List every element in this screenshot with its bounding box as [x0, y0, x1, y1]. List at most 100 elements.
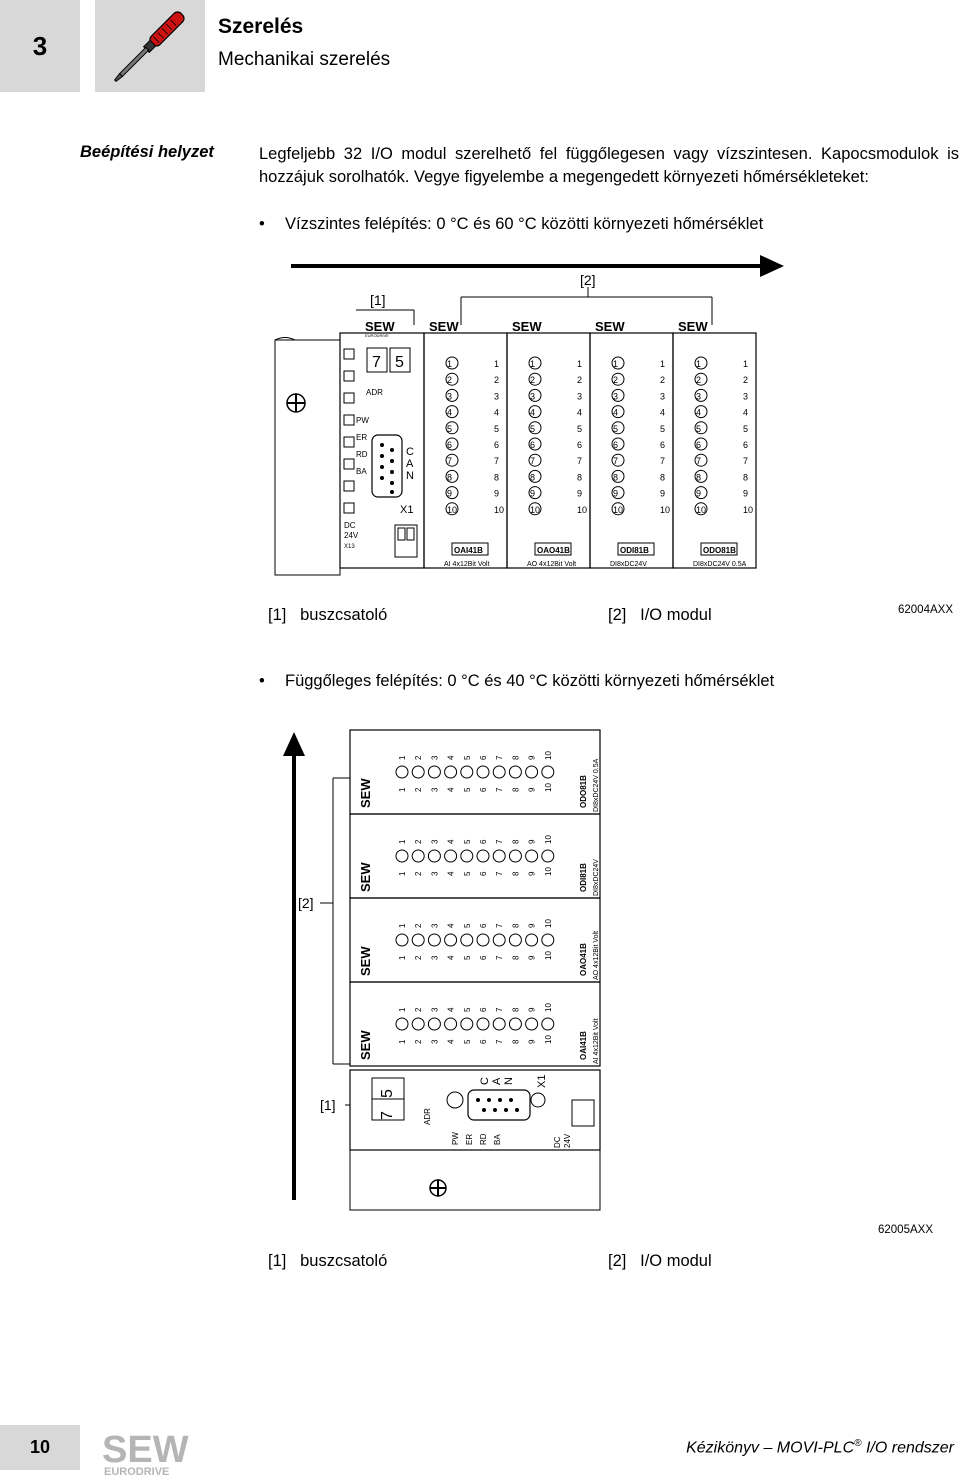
terminal-label-lower: 3 [430, 955, 439, 960]
module-desc: AI 4x12Bit Volt [593, 1018, 600, 1064]
terminal-screw [411, 765, 425, 779]
bullet-horizontal: •Vízszintes felépítés: 0 °C és 60 °C köz… [259, 215, 764, 233]
fig2-callout-2: [2] [298, 895, 314, 911]
terminal-label-right: 5 [494, 424, 499, 434]
fig2-legend-1: [1] buszcsatoló [268, 1252, 388, 1270]
sew-logo: SEW EURODRIVE [102, 1429, 189, 1478]
terminal-label: 1 [530, 359, 535, 369]
terminal-label-lower: 8 [511, 1039, 520, 1044]
chapter-number-box: 3 [0, 0, 80, 92]
terminal-label-right: 4 [743, 408, 748, 418]
terminal-label-right: 7 [660, 456, 665, 466]
module-name: OAI41B [579, 1031, 588, 1060]
module-desc: DI8xDC24V 0.5A [693, 561, 747, 568]
terminal-label: 5 [463, 839, 472, 844]
terminal-screw [508, 765, 522, 779]
terminal-label-lower: 1 [398, 1039, 407, 1044]
can-letter-a: A [406, 458, 414, 470]
terminal-label: 3 [430, 1007, 439, 1012]
terminal-screw [444, 849, 458, 863]
terminal-label: 2 [414, 923, 423, 928]
terminal-screw [694, 502, 708, 516]
terminal-screw [694, 388, 708, 402]
terminal-label: 6 [530, 440, 535, 450]
coupler-addr-digit-2: 5 [395, 354, 404, 371]
terminal-screw [411, 849, 425, 863]
terminal-label-right: 3 [660, 391, 665, 401]
terminal-label: 4 [447, 755, 456, 760]
terminal-label: 8 [696, 472, 701, 482]
terminal-label: 7 [696, 456, 701, 466]
terminal-label: 4 [696, 408, 701, 418]
terminal-label-lower: 10 [544, 951, 553, 960]
terminal-screw [525, 1017, 539, 1031]
terminal-label: 8 [511, 1007, 520, 1012]
can-v-n: N [503, 1077, 515, 1085]
led-rd: RD [356, 450, 368, 459]
terminal-screw [611, 405, 625, 419]
terminal-label: 8 [530, 472, 535, 482]
terminal-label-right: 2 [494, 375, 499, 385]
module-logo: SEW [358, 1030, 373, 1060]
terminal-label: 9 [528, 923, 537, 928]
terminal-label-lower: 2 [414, 955, 423, 960]
terminal-label-lower: 4 [447, 955, 456, 960]
terminal-screw [611, 469, 625, 483]
terminal-label-lower: 1 [398, 871, 407, 876]
terminal-label: 7 [530, 456, 535, 466]
led-v-rd: RD [479, 1133, 488, 1145]
terminal-screw [445, 421, 459, 435]
terminal-label: 5 [530, 424, 535, 434]
terminal-label-right: 2 [743, 375, 748, 385]
page-title: Szerelés [218, 15, 304, 38]
terminal-label: 3 [447, 391, 452, 401]
footer-brand: SEW [102, 1429, 189, 1471]
terminal-label: 9 [696, 489, 701, 499]
fig2-legend-2: [2] I/O modul [608, 1252, 712, 1270]
terminal-screw [476, 765, 490, 779]
terminal-label: 6 [696, 440, 701, 450]
terminal-screw [528, 502, 542, 516]
module-logo: SEW [678, 319, 708, 334]
terminal-label: 10 [447, 505, 457, 515]
figure-horizontal: [1] [2] SEW EURODRIVE 7 5 ADR PW ER RD B… [274, 255, 950, 605]
terminal-label-lower: 2 [414, 871, 423, 876]
terminal-screw [492, 849, 506, 863]
terminal-label-lower: 3 [430, 871, 439, 876]
terminal-label-right: 10 [577, 505, 587, 515]
terminal-screw [460, 765, 474, 779]
terminal-label: 4 [613, 408, 618, 418]
module-name: ODO81B [579, 775, 588, 808]
terminal-label-lower: 9 [528, 1039, 537, 1044]
coupler-24v-label: 24V [344, 531, 359, 540]
terminal-label-right: 7 [494, 456, 499, 466]
terminal-screw [492, 933, 506, 947]
led-ba: BA [356, 467, 367, 476]
coupler-v-adr: ADR [423, 1108, 432, 1125]
terminal-label: 6 [479, 923, 488, 928]
terminal-label-lower: 6 [479, 787, 488, 792]
coupler-brand: SEW [365, 319, 395, 334]
terminal-label-lower: 3 [430, 1039, 439, 1044]
terminal-label: 2 [613, 375, 618, 385]
led-v-pw: PW [451, 1132, 460, 1145]
bullet-vertical: •Függőleges felépítés: 0 °C és 40 °C köz… [259, 672, 775, 690]
terminal-screw [476, 849, 490, 863]
screwdriver-icon-box [95, 0, 205, 92]
bullet-horizontal-text: Vízszintes felépítés: 0 °C és 60 °C közö… [285, 215, 764, 233]
terminal-label-right: 10 [660, 505, 670, 515]
coupler-v-dc: DC [553, 1136, 562, 1148]
terminal-label: 3 [696, 391, 701, 401]
terminal-label-right: 7 [577, 456, 582, 466]
terminal-screw [611, 486, 625, 500]
page-number: 10 [29, 1437, 51, 1457]
terminal-label: 4 [447, 1007, 456, 1012]
terminal-label-lower: 8 [511, 787, 520, 792]
